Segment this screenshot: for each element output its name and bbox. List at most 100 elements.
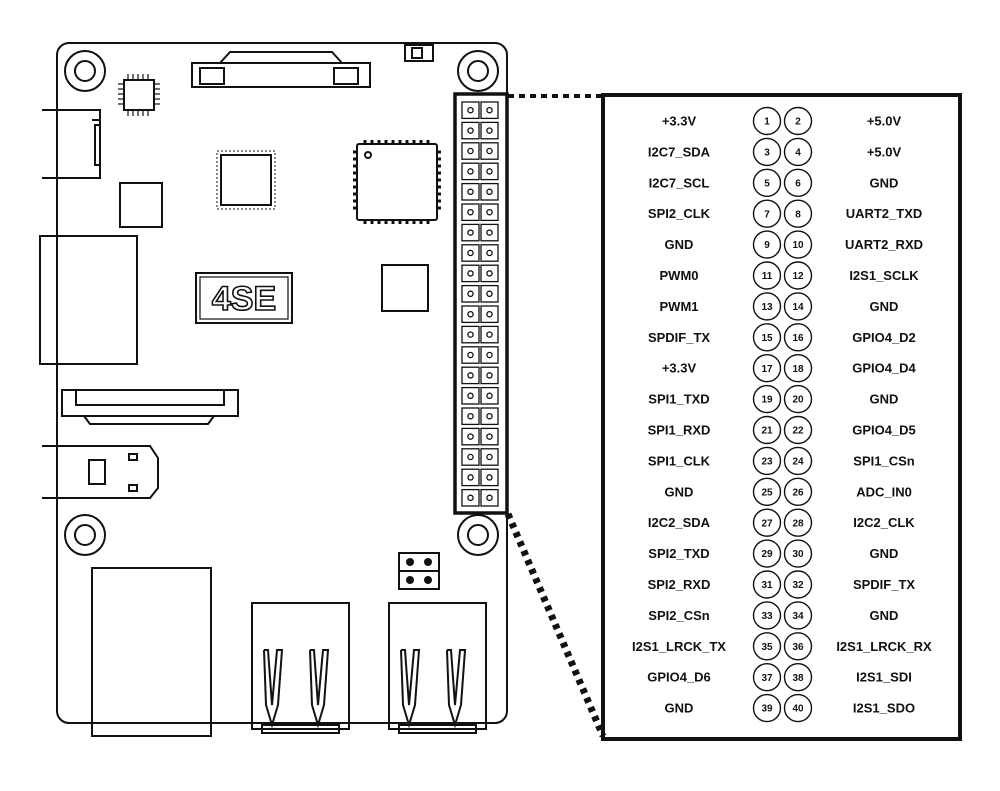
header-pin-dot xyxy=(467,168,474,175)
header-pin-dot xyxy=(467,188,474,196)
pin-right-label: I2S1_SDO xyxy=(853,701,915,716)
pin-number-circle xyxy=(783,632,813,661)
pin-number: 15 xyxy=(761,333,773,344)
header-pin-cell xyxy=(480,101,499,120)
header-pin-dot xyxy=(486,127,493,134)
header-pin-cell xyxy=(461,203,480,222)
pin-number-circle xyxy=(752,323,782,352)
header-pin-cell xyxy=(480,366,499,385)
header-pin-cell xyxy=(480,427,499,446)
pin-number-circle xyxy=(783,415,813,445)
pin-right-label: GND xyxy=(870,392,899,407)
header-pin-dot xyxy=(486,168,493,175)
header-pin-cell xyxy=(461,346,480,364)
pin-number-circle xyxy=(783,570,813,599)
pin-left-label: I2C7_SCL xyxy=(649,175,710,190)
header-pin-dot xyxy=(486,474,493,481)
header-pin-dot xyxy=(486,351,493,359)
header-pin-dot xyxy=(467,474,474,481)
ethernet-port xyxy=(91,567,212,737)
pin-number-circle xyxy=(752,663,782,692)
pin-number: 8 xyxy=(795,209,801,220)
pin-number: 1 xyxy=(764,117,770,128)
pin-number: 38 xyxy=(792,673,804,684)
header-pin-cell xyxy=(461,366,480,385)
pin-number-circle xyxy=(783,446,813,476)
pin-left-label: PWM0 xyxy=(660,268,699,283)
header-pin-cell xyxy=(461,223,480,242)
pin-number-circle xyxy=(783,601,813,630)
pin-right-label: SPI1_CSn xyxy=(853,453,914,468)
pin-left-label: SPI1_RXD xyxy=(648,423,711,438)
pin-number-circle xyxy=(752,199,782,228)
pin-right-label: GPIO4_D5 xyxy=(852,423,916,438)
pin-number-circle xyxy=(752,354,782,383)
pin-left-label: I2C2_SDA xyxy=(648,515,711,530)
small-2x2-header xyxy=(398,552,440,590)
pin-number-circle xyxy=(752,477,782,506)
header-pin-cell xyxy=(480,162,499,181)
header-pin-cell xyxy=(480,448,499,466)
pin-number-circle xyxy=(783,477,813,506)
usb-port-right xyxy=(388,602,487,734)
header-pin-dot xyxy=(467,412,474,420)
header-pin-dot xyxy=(467,249,474,257)
header-pin-dot xyxy=(486,392,493,400)
small-qfn-chip xyxy=(118,74,160,116)
header-pin-dot xyxy=(467,372,474,379)
header-pin-dot xyxy=(467,127,474,134)
pin-number: 4 xyxy=(795,148,801,159)
header-pin-cell xyxy=(461,264,480,283)
board-logo-text: 4SE xyxy=(212,280,276,318)
pin-number: 12 xyxy=(792,271,804,282)
pin-number-circle xyxy=(783,539,813,568)
header-pin-cell xyxy=(480,203,499,222)
pin-right-label: I2S1_SDI xyxy=(856,670,912,685)
pin-right-label: I2S1_LRCK_RX xyxy=(836,639,932,654)
pin-left-label: SPI2_TXD xyxy=(648,546,709,561)
pin-right-label: GPIO4_D4 xyxy=(852,361,916,376)
pin-number: 18 xyxy=(792,364,804,375)
pin-number: 29 xyxy=(761,549,773,560)
pin-left-label: GND xyxy=(665,484,694,499)
pin-number: 30 xyxy=(792,549,804,560)
pin-left-label: +3.3V xyxy=(662,361,697,376)
header-pin-dot xyxy=(467,453,474,461)
pin-number-circle xyxy=(752,106,782,136)
pin-left-label: +3.3V xyxy=(662,114,697,129)
pin-right-label: I2S1_SCLK xyxy=(849,268,919,283)
mounting-hole-top-right xyxy=(457,50,499,92)
pin-number-circle xyxy=(752,693,782,723)
pin-left-label: I2C7_SDA xyxy=(648,144,711,159)
pin-number: 13 xyxy=(761,302,773,313)
board-logo-box xyxy=(195,272,293,324)
header-pin-cell xyxy=(480,325,499,344)
pin-number: 7 xyxy=(764,209,770,220)
pin-left-label: SPDIF_TX xyxy=(648,330,710,345)
pin-number-circle xyxy=(783,106,813,136)
pin-number-circle xyxy=(752,168,782,198)
pin-right-label: UART2_TXD xyxy=(846,206,923,221)
pin-number: 31 xyxy=(761,580,773,591)
pinout-table-frame xyxy=(601,93,962,741)
pin-number: 6 xyxy=(795,178,801,189)
audio-jack xyxy=(42,445,159,499)
mounting-hole-bottom-left xyxy=(64,514,106,556)
pin-number: 22 xyxy=(792,426,804,437)
pin-number: 20 xyxy=(792,395,804,406)
zoom-line-bottom xyxy=(504,512,607,738)
pin-number-circle xyxy=(752,508,782,537)
pin-left-label: PWM1 xyxy=(660,299,699,314)
pin-right-label: I2C2_CLK xyxy=(853,515,915,530)
pin-number: 34 xyxy=(792,611,804,622)
pin-number: 23 xyxy=(761,457,773,468)
header-pin-cell xyxy=(461,427,480,446)
middle-chip xyxy=(216,150,276,210)
